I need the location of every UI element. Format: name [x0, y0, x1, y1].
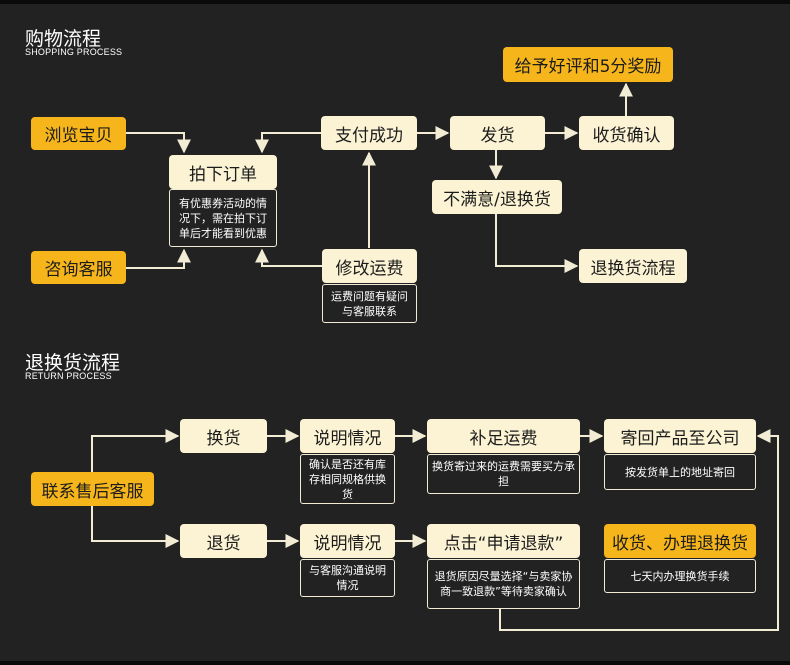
explain-note-1: 确认是否还有库存相同规格供换货 — [300, 454, 395, 504]
apply-refund-box: 点击“申请退款” — [427, 524, 580, 558]
ship-box: 发货 — [450, 116, 545, 150]
explain-box-2: 说明情况 — [300, 524, 395, 558]
modify-box: 修改运费 — [322, 249, 417, 283]
unsatisfied-box: 不满意/退换货 — [432, 180, 562, 214]
top-edge — [0, 0, 790, 4]
order-note: 有优惠券活动的情况下，需在拍下订单后才能看到优惠 — [169, 189, 277, 247]
returns-title: 退换货流程 — [25, 352, 121, 374]
sendback-note: 按发货单上的地址寄回 — [604, 454, 756, 490]
topup-note: 换货寄过来的运费需要买方承担 — [427, 454, 580, 494]
confirm-box: 收货确认 — [579, 116, 674, 150]
topup-box: 补足运费 — [427, 419, 580, 453]
apply-refund-note: 退货原因尽量选择“与卖家协商一致退款”等待卖家确认 — [427, 559, 580, 609]
shopping-title: 购物流程 — [25, 28, 102, 50]
pay-box: 支付成功 — [321, 116, 417, 150]
explain-box-1: 说明情况 — [300, 419, 395, 453]
consult-box: 咨询客服 — [31, 251, 126, 284]
finish-box: 收货、办理退换货 — [604, 524, 756, 558]
bottom-edge — [0, 661, 790, 665]
modify-note: 运费问题有疑问与客服联系 — [322, 284, 417, 323]
sendback-box: 寄回产品至公司 — [604, 419, 756, 453]
order-box: 拍下订单 — [169, 155, 277, 189]
exchange-box: 换货 — [180, 419, 267, 453]
explain-note-2: 与客服沟通说明情况 — [300, 559, 395, 597]
refund-box: 退货 — [180, 524, 267, 558]
reward-box: 给予好评和5分奖励 — [503, 47, 673, 82]
return-flow-box: 退换货流程 — [579, 249, 687, 283]
finish-note: 七天内办理换货手续 — [604, 559, 756, 593]
browse-box: 浏览宝贝 — [31, 117, 126, 150]
contact-service-box: 联系售后客服 — [31, 472, 154, 506]
shopping-subtitle: SHOPPING PROCESS — [25, 47, 123, 57]
returns-subtitle: RETURN PROCESS — [25, 371, 112, 381]
